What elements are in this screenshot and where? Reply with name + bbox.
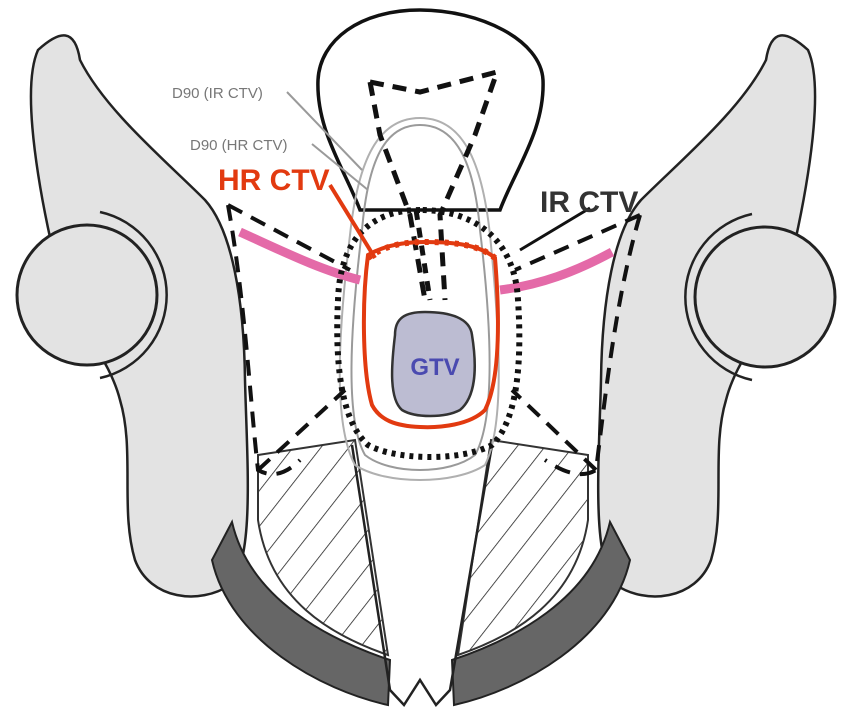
ir-ctv-label: IR CTV [540, 186, 638, 219]
gtv-region: GTV [392, 312, 475, 416]
gtv-label: GTV [410, 354, 459, 381]
d90-ir-ctv-label: D90 (IR CTV) [172, 85, 263, 102]
right-femoral-head [695, 227, 835, 367]
left-pelvic-bone [17, 35, 248, 596]
right-pelvic-bone [598, 35, 835, 596]
hr-ctv-label: HR CTV [218, 164, 330, 197]
d90-hr-ctv-label: D90 (HR CTV) [190, 137, 288, 154]
uterus-outline [318, 10, 543, 210]
left-femoral-head [17, 225, 157, 365]
